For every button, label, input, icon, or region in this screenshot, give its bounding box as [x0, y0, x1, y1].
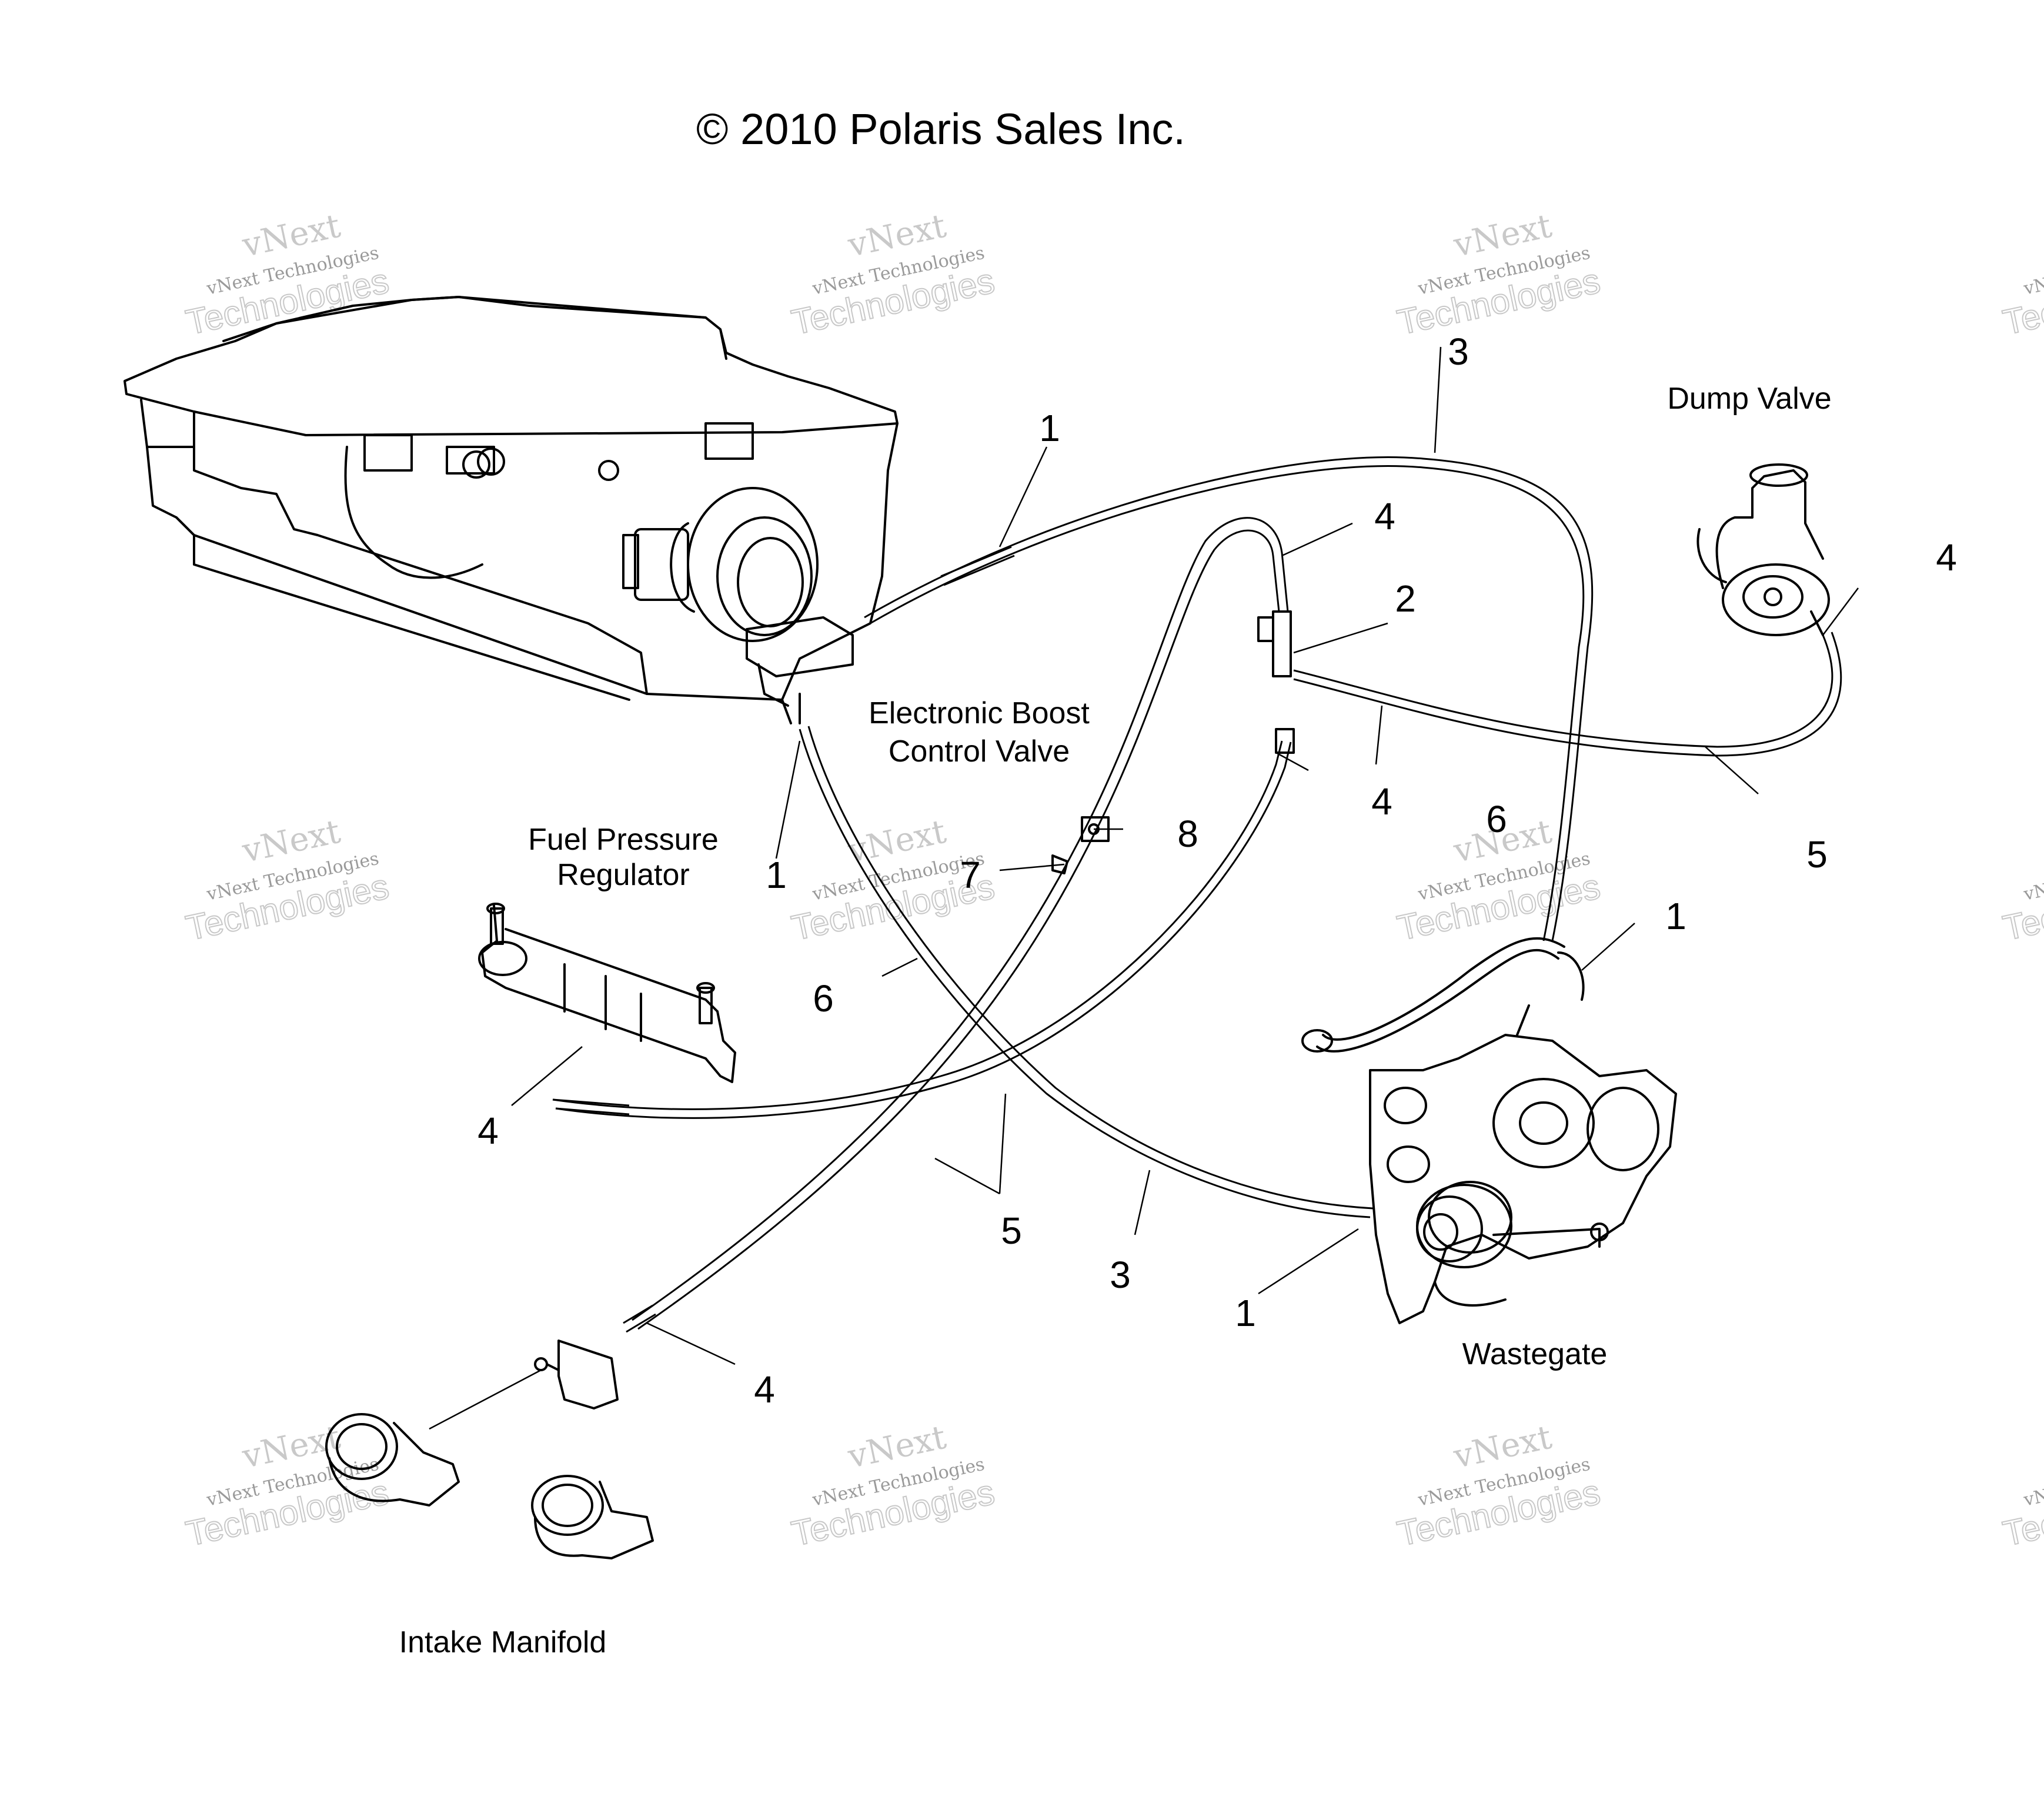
watermark-text: Technologies [1999, 1472, 2044, 1554]
dump-valve [1696, 463, 1830, 636]
watermark-text: Technologies [1999, 261, 2044, 342]
callout-1: 1 [1039, 407, 1060, 449]
callout-1: 1 [1235, 1292, 1256, 1334]
callout-4: 4 [477, 1110, 499, 1152]
turbocharger-wastegate [1301, 937, 1677, 1324]
callout-5: 5 [1806, 833, 1828, 876]
label-ebcv-line2: Control Valve [889, 734, 1070, 769]
callout-6: 6 [1486, 798, 1507, 840]
label-dump-valve: Dump Valve [1667, 382, 1831, 416]
callout-4: 4 [1374, 495, 1395, 537]
label-fpr-line1: Fuel Pressure [528, 823, 719, 857]
callout-leaders [429, 346, 1859, 1430]
callout-4: 4 [754, 1368, 775, 1411]
watermark-text: vNext Technologies [2022, 849, 2044, 905]
label-ebcv-line1: Electronic Boost [869, 696, 1090, 730]
callout-1: 1 [1665, 895, 1686, 937]
hose-lines [552, 456, 1842, 1333]
component-labels: Dump Valve Electronic Boost Control Valv… [399, 382, 1832, 1659]
callout-1: 1 [766, 854, 787, 896]
callout-3: 3 [1448, 330, 1469, 373]
callout-5: 5 [1001, 1210, 1022, 1252]
watermark-text: vNext Technologies [2022, 1454, 2044, 1511]
callout-numbers: 1 1 1 1 2 3 3 4 4 4 4 4 5 5 6 6 7 8 [477, 330, 1957, 1411]
watermark-text: Technologies [1999, 867, 2044, 948]
label-fpr-line2: Regulator [557, 858, 689, 892]
callout-8: 8 [1177, 813, 1198, 855]
callout-3: 3 [1110, 1254, 1131, 1296]
callout-4: 4 [1936, 536, 1957, 579]
copyright-text: © 2010 Polaris Sales Inc. [696, 105, 1185, 153]
intake-manifold [325, 1340, 654, 1559]
callout-7: 7 [960, 854, 981, 896]
fuel-pressure-regulator [478, 903, 736, 1083]
callout-2: 2 [1395, 577, 1416, 620]
airbox-assembly [123, 296, 899, 724]
callout-6: 6 [813, 977, 834, 1020]
watermark-text: vNext Technologies [2022, 243, 2044, 299]
label-wastegate: Wastegate [1462, 1337, 1608, 1371]
callout-4: 4 [1371, 780, 1392, 823]
label-intake-manifold: Intake Manifold [399, 1625, 607, 1659]
